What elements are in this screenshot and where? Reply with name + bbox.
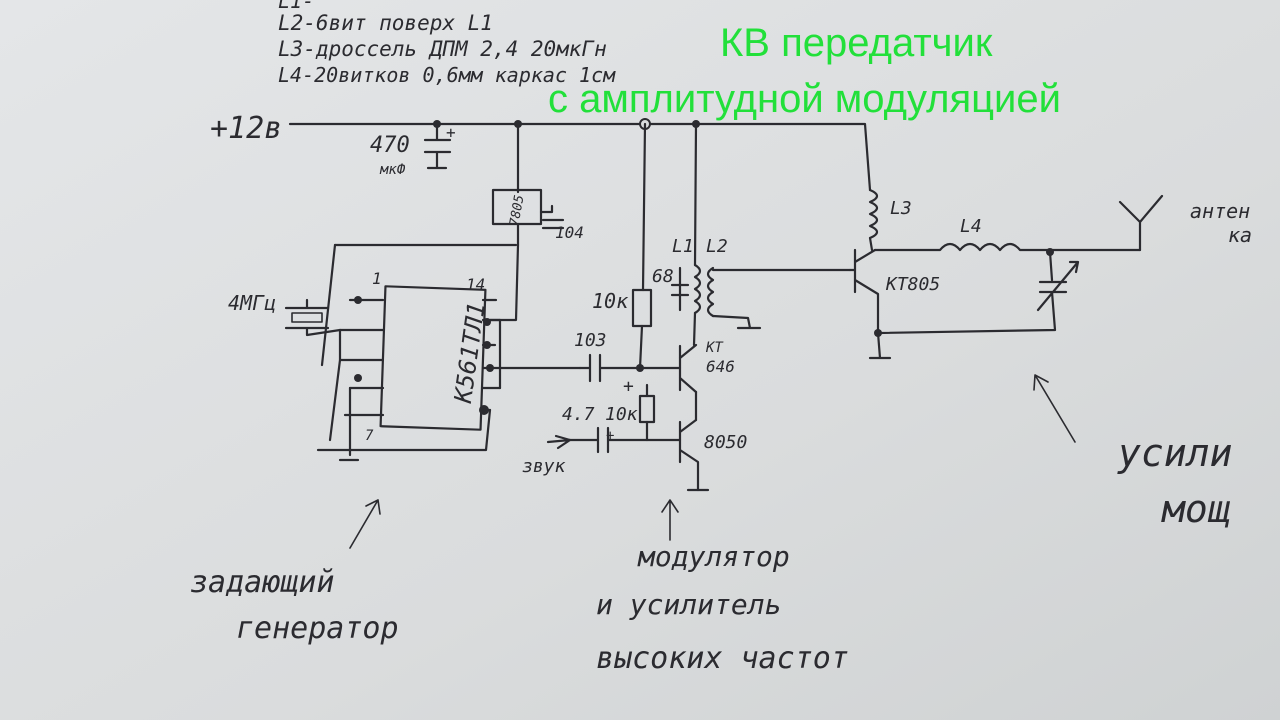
junction-dot [636, 364, 644, 372]
cap-103-symbol [578, 353, 682, 383]
kt646-label-b: 646 [706, 357, 735, 376]
cap-470-value: 470 [370, 133, 410, 158]
variable-capacitor [876, 250, 1080, 335]
pin-dot [486, 364, 494, 372]
wire [868, 236, 874, 252]
crystal-body [291, 312, 323, 323]
antenna-symbol [1118, 194, 1164, 252]
crystal-plates [284, 298, 342, 337]
title-line-2: с амплитудной модуляцией [548, 77, 1061, 121]
notes-block: L1- L2-6вит поверх L1 L3-дроссель ДПМ 2,… [278, 0, 616, 87]
kt646-label-a: КТ [705, 340, 724, 356]
cap-symbol [423, 122, 452, 170]
audio-input-arrow [546, 434, 572, 450]
caption-amp-1: усили [1117, 431, 1232, 475]
audio-input-label: звук [522, 456, 566, 477]
res-10k-top-label: 10к [592, 289, 629, 313]
note-line-4: L4-20витков 0,6мм каркас 1см [278, 63, 616, 87]
coil-L4-label: L4 [960, 216, 982, 237]
cap-68-symbol [670, 266, 690, 312]
power-amp-section: L3 КТ805 L4 антен ка [848, 188, 1252, 360]
title-line-1: КВ передатчик [720, 21, 993, 65]
cap-4-7-plus: + [606, 428, 614, 444]
cap-104-symbol [539, 204, 565, 230]
kt805-label: КТ805 [885, 274, 940, 295]
caption-osc-1: задающий [190, 565, 335, 600]
pin-dot [354, 374, 362, 382]
left-pins [338, 298, 385, 417]
caption-mod-1: модулятор [637, 540, 790, 573]
left-wires [328, 328, 352, 457]
arrow-oscillator [349, 499, 381, 549]
pin-dot [479, 405, 489, 415]
transistor-kt805 [848, 248, 880, 337]
cap-103-label: 103 [574, 330, 607, 351]
note-line-2: L2-6вит поверх L1 [278, 11, 493, 35]
transistor-8050 [678, 418, 700, 492]
rail-wire [288, 122, 872, 192]
coil-L2-label: L2 [706, 236, 728, 257]
arrow-power-amp [1033, 374, 1076, 443]
coil-L1 [693, 263, 702, 315]
coil-L3 [868, 188, 879, 240]
note-line-3: L3-дроссель ДПМ 2,4 20мкГн [278, 37, 607, 61]
ground-symbol [868, 331, 892, 360]
caption-osc-2: генератор [236, 611, 399, 646]
antenna-label-a: антен [1190, 199, 1250, 223]
pin-dot [354, 296, 362, 304]
transistor-kt646 [678, 343, 698, 394]
caption-mod-2: и усилитель [596, 588, 781, 621]
pin-dot [483, 341, 491, 349]
wire [638, 324, 644, 370]
coil-ground [711, 314, 762, 330]
wire [692, 311, 697, 347]
coil-L1-label: L1 [672, 236, 694, 257]
ground-return [316, 408, 492, 452]
cap-470-unit: мкФ [379, 162, 406, 178]
pin1-label: 1 [372, 269, 382, 288]
arrow-modulator [661, 499, 679, 541]
captions: задающий генератор модулятор и усилитель… [190, 431, 1232, 676]
overlay-title: КВ передатчик с амплитудной модуляцией [548, 21, 1061, 121]
cap-4-7-label: 4.7 [562, 404, 595, 425]
caption-mod-3: высоких частот [596, 641, 849, 676]
trans-8050-label: 8050 [704, 432, 747, 453]
cap-68-label: 68 [652, 266, 674, 287]
crystal-label: 4МГц [228, 291, 276, 315]
chip-body [379, 285, 487, 431]
regulator-7805: 7805 104 [488, 122, 584, 322]
caption-arrows [349, 374, 1076, 549]
crystal-4mhz: 4МГц [228, 291, 342, 337]
reg-output-wire [488, 222, 520, 322]
coil-L2 [706, 266, 715, 318]
wire [320, 243, 337, 367]
coil-L4 [873, 242, 1142, 252]
pin-dot [483, 318, 491, 326]
supply-label: +12в [210, 111, 282, 146]
pin14-label: 14 [466, 275, 485, 294]
plus-sign: + [446, 123, 456, 142]
cap-4-7-symbol [568, 426, 682, 454]
wire [693, 122, 698, 267]
wire [641, 122, 647, 292]
supply-rail: +12в [210, 111, 872, 192]
pin7-label: 7 [365, 428, 374, 444]
antenna-label-b: ка [1228, 223, 1252, 247]
capacitor-470uf: + 470 мкФ [370, 122, 456, 178]
note-line-1: L1- [278, 0, 314, 13]
regulator-label: 7805 [507, 194, 527, 228]
plus-label: + [623, 376, 634, 397]
oscillator-section: K561ТЛ1 1 14 7 4МГц [228, 243, 582, 462]
coil-L3-label: L3 [890, 198, 912, 219]
caption-amp-2: мощ [1161, 487, 1231, 531]
cap-104-label: 104 [555, 223, 584, 242]
res-10k-bottom-label: 10к [605, 404, 638, 425]
modulator-section: 103 10к L1 L2 68 КТ 646 + 10к 4.7 + [522, 122, 852, 492]
